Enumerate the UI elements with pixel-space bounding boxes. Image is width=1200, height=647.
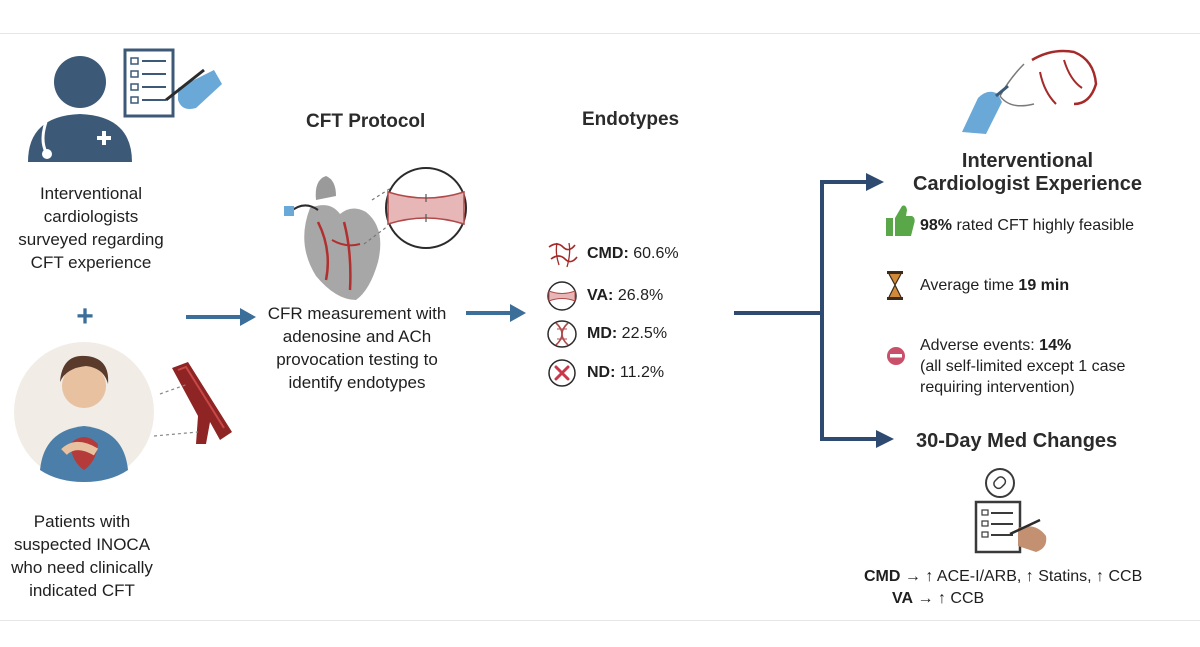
endotype-va-code: VA: xyxy=(587,287,614,304)
med-change-cmd: CMD → ↑ ACE-I/ARB, ↑ Statins, ↑ CCB xyxy=(864,566,1200,587)
experience-heading-line1: Interventional xyxy=(961,150,1094,172)
endotype-md-code: MD: xyxy=(587,325,618,342)
checklist-icon xyxy=(123,48,175,118)
endotype-md-value: 22.5% xyxy=(621,325,668,342)
hourglass-icon xyxy=(887,271,903,300)
patient-illustration xyxy=(14,342,154,482)
time-prefix: Average time xyxy=(920,277,1019,294)
adverse-prefix: Adverse events: xyxy=(920,337,1040,354)
endotype-cmd: CMD: 60.6% xyxy=(545,237,679,271)
mixed-disorder-icon xyxy=(547,320,577,348)
bottom-border xyxy=(0,620,1200,621)
feasibility-percent: 98% xyxy=(920,217,953,234)
endotypes-heading: Endotypes xyxy=(582,109,680,130)
protocol-heading: CFT Protocol xyxy=(306,111,426,132)
med-va-label: VA xyxy=(892,590,914,607)
adverse-percent: 14% xyxy=(1039,337,1072,354)
med-cmd-text: → ↑ ACE-I/ARB, ↑ Statins, ↑ CCB xyxy=(900,568,1143,585)
experience-heading: Interventional Cardiologist Experience xyxy=(885,150,1170,196)
stat-feasibility: 98% rated CFT highly feasible xyxy=(920,215,1134,236)
microvessel-icon xyxy=(548,242,578,268)
protocol-description: CFR measurement with adenosine and ACh p… xyxy=(267,304,447,392)
plus-sign: + xyxy=(76,300,94,333)
endotype-va: VA: 26.8% xyxy=(545,279,663,313)
stat-average-time: Average time 19 min xyxy=(920,275,1069,296)
endotype-md: MD: 22.5% xyxy=(545,317,667,351)
feasibility-text: rated CFT highly feasible xyxy=(952,217,1135,234)
adverse-detail: (all self-limited except 1 case requirin… xyxy=(920,358,1126,396)
endotype-nd-value: 11.2% xyxy=(619,364,665,381)
artery-illustration xyxy=(153,362,232,444)
top-border xyxy=(0,33,1200,34)
gloved-hand-icon xyxy=(165,68,222,109)
arrow-to-protocol xyxy=(186,308,256,326)
med-va-text: → ↑ CCB xyxy=(913,590,985,607)
vessel-zoom-circle xyxy=(363,167,467,249)
experience-heading-line2: Cardiologist Experience xyxy=(913,173,1142,195)
endotype-nd: ND: 11.2% xyxy=(545,356,664,390)
time-value: 19 min xyxy=(1018,277,1070,294)
catheter-hand-icon xyxy=(962,84,1009,134)
constricted-vessel-icon xyxy=(547,281,577,311)
branch-arrow xyxy=(734,173,894,448)
med-change-va: VA → ↑ CCB xyxy=(892,588,984,609)
heart-illustration xyxy=(284,176,381,300)
endotype-nd-code: ND: xyxy=(587,364,616,381)
cardiologists-description: Interventional cardiologists surveyed re… xyxy=(18,184,164,272)
coronary-tree-illustration xyxy=(999,49,1098,107)
thumbs-up-icon xyxy=(886,205,915,236)
stat-adverse-events: Adverse events: 14% (all self-limited ex… xyxy=(920,335,1180,398)
minus-circle-icon xyxy=(887,347,905,365)
med-changes-heading: 30-Day Med Changes xyxy=(916,430,1118,452)
med-cmd-label: CMD xyxy=(864,568,901,585)
endotype-va-value: 26.8% xyxy=(617,287,664,304)
patients-description: Patients with suspected INOCA who need c… xyxy=(11,512,153,600)
endotype-cmd-code: CMD: xyxy=(587,245,629,262)
x-circle-icon xyxy=(548,359,576,387)
prescription-icon xyxy=(974,468,1047,554)
endotype-cmd-value: 60.6% xyxy=(633,245,679,262)
arrow-to-endotypes xyxy=(466,304,526,322)
doctor-icon xyxy=(28,56,132,162)
